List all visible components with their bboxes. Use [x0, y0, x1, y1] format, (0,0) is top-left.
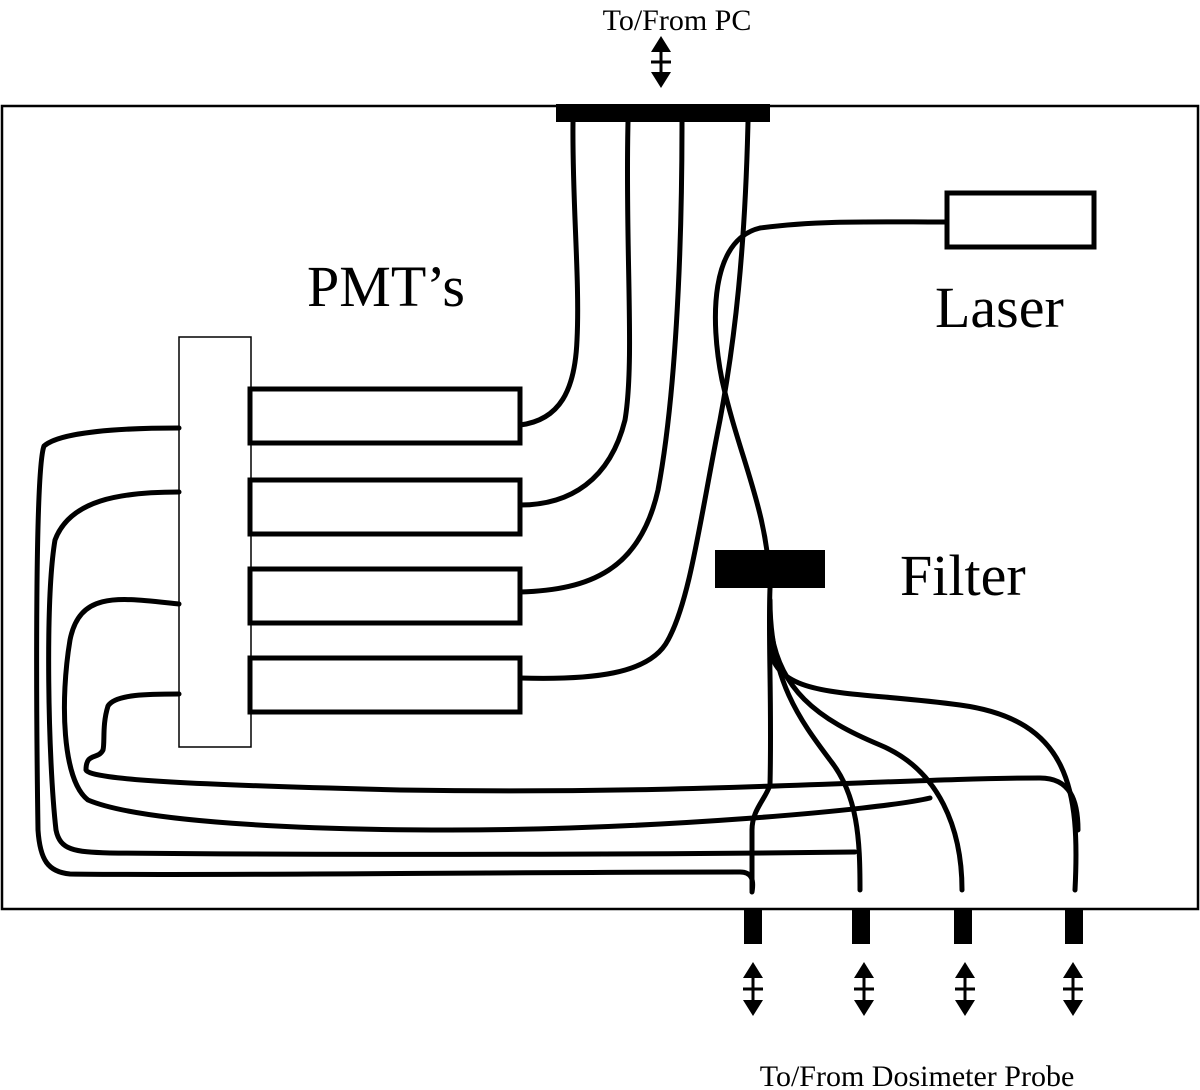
laser-label: Laser: [935, 275, 1064, 340]
pc-label: To/From PC: [603, 4, 752, 37]
fiber-coupler-panel: [178, 336, 252, 748]
filter-label: Filter: [900, 543, 1026, 608]
pmt-tube-1: [247, 386, 523, 446]
laser-fiber: [712, 219, 950, 591]
pmt-tube-4: [247, 655, 523, 715]
laser-box: [944, 190, 1097, 250]
pmt-to-pc-cables: [517, 119, 751, 681]
probe-connector-1: [744, 908, 762, 944]
probe-connector-2: [852, 908, 870, 944]
probe-connector-3: [954, 908, 972, 944]
probe-double-arrow-icon: [854, 962, 874, 1016]
pc-connector-bar: [556, 104, 770, 122]
probe-double-arrow-icon: [955, 962, 975, 1016]
pmt-tube-2: [247, 477, 523, 537]
probe-connector-4: [1065, 908, 1083, 944]
probe-double-arrow-icon: [1063, 962, 1083, 1016]
filter-to-probe-fibers: [749, 585, 1079, 893]
pc-double-arrow-icon: [651, 36, 671, 88]
probe-label: To/From Dosimeter Probe: [760, 1060, 1075, 1090]
coupler-to-probe-fibers: [34, 425, 1081, 895]
pmt-tube-3: [247, 566, 523, 626]
pmt-label: PMT’s: [307, 254, 465, 319]
probe-double-arrow-icon: [743, 962, 763, 1016]
